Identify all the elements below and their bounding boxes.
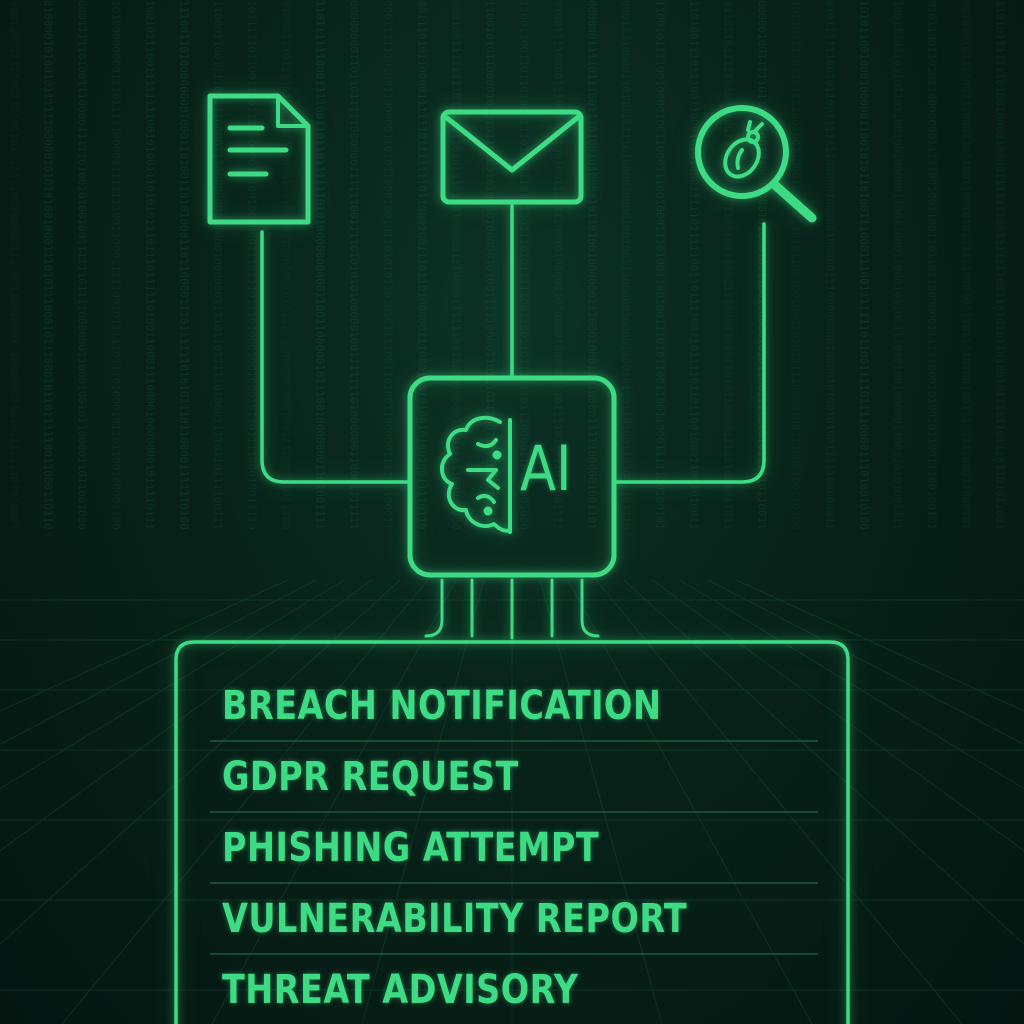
svg-text:110001110111101001001011000101: 1100011101111010010010110001011001011000… <box>280 0 293 530</box>
svg-text:110010101100001010101101001010: 1100101011000010101011010010100001000001… <box>484 0 497 530</box>
svg-text:000111111010011000001101011000: 0001111110100110000011010110001001011010… <box>382 0 395 530</box>
connector-bug-to-ai <box>612 222 766 484</box>
category-panel-frame <box>174 640 850 1024</box>
output-connectors <box>424 578 600 640</box>
svg-text:000100111111110111111101010101: 0001001111111101111111010101010010000011… <box>450 0 463 530</box>
svg-text:101011001000100000110010101101: 1010110010001000001100101011010011100011… <box>858 0 871 530</box>
svg-text:110010111100100001001100011100: 1100101111001000010011000111001000111010… <box>654 0 667 530</box>
svg-text:001110101100001111110111111101: 0011101011000011111101111111011000100111… <box>416 0 429 530</box>
category-item: BREACH NOTIFICATION <box>222 682 662 729</box>
category-item: PHISHING ATTEMPT <box>222 824 600 871</box>
envelope-icon <box>440 109 584 205</box>
category-item: VULNERABILITY REPORT <box>222 895 688 942</box>
svg-text:000000111101110011101001010000: 0000001111011100111010010100001011010010… <box>586 0 599 530</box>
svg-text:111001101000000001000110100110: 1110011010000000010001101001101010001101… <box>178 0 191 530</box>
brain-icon <box>440 415 512 534</box>
svg-text:000111100001101111111101000010: 0001111000011011111111010000100001001001… <box>620 0 633 530</box>
svg-text:100111011011011011001001000001: 1001110110110110110010010000011001100011… <box>892 0 905 530</box>
svg-text:111011011111010001001111011011: 1110110111110100010011110110110110110011… <box>722 0 735 530</box>
svg-text:100101110011111111001010011101: 1001011100111111110010100111010101110111… <box>144 0 157 530</box>
svg-text:110101111111010010000100001111: 1101011111110100100001000011111110011111… <box>994 0 1007 530</box>
svg-text:010111111001011001111111000001: 0101111110010110011111110000010000010000… <box>824 0 837 530</box>
connector-document-to-ai <box>260 230 412 484</box>
document-icon <box>207 93 311 225</box>
source-connectors <box>260 204 766 484</box>
svg-text:101101111011011110010011000101: 1011011110110111100100110001010101101011… <box>790 0 803 530</box>
svg-text:000111110100111000011111010010: 0001111101001110000111110100101001001111… <box>76 0 89 530</box>
svg-text:101000000001110111110000111111: 1010000000011101111100001111111100110001… <box>110 0 123 530</box>
output-connector-1 <box>424 578 444 638</box>
category-list: BREACH NOTIFICATION GDPR REQUEST PHISHIN… <box>222 670 822 1024</box>
bug-search-icon <box>695 105 817 223</box>
svg-text:110111111000111100110110111111: 1101111110001111001101101111110101000000… <box>314 0 327 530</box>
svg-text:000000001101101111100000011111: 0000000011011011111000000111111001111010… <box>348 0 361 530</box>
ai-label: AI <box>520 432 572 505</box>
category-dividers <box>210 740 818 955</box>
svg-text:010110011010110000000111110010: 0101100110101100000001111100100110011011… <box>926 0 939 530</box>
svg-text:110011001101101000111010011101: 1100110011011010001110100111010100111010… <box>518 0 531 530</box>
svg-text:010000101001011111100000101010: 0100001010010111111000001010101001000111… <box>42 0 55 530</box>
category-item: GDPR REQUEST <box>222 753 519 800</box>
svg-text:110001100111101111000011100000: 1100011001111011110000111000000000100010… <box>212 0 225 530</box>
output-connector-5 <box>580 578 600 638</box>
ai-processor <box>407 375 617 578</box>
svg-text:100110111111001101011011111110: 1001101111110011010110111111100100000111… <box>8 0 21 530</box>
svg-text:101111101100111011110000011100: 1011111011001110111100000111001000000111… <box>246 0 259 530</box>
svg-text:110100111011100110001010100011: 1101001110111001100010101000111110111110… <box>688 0 701 530</box>
svg-text:001010101111001110001101100110: 0010101011110011100011011001100101011111… <box>960 0 973 530</box>
bug-icon <box>723 120 764 179</box>
category-item: THREAT ADVISORY <box>222 966 579 1013</box>
